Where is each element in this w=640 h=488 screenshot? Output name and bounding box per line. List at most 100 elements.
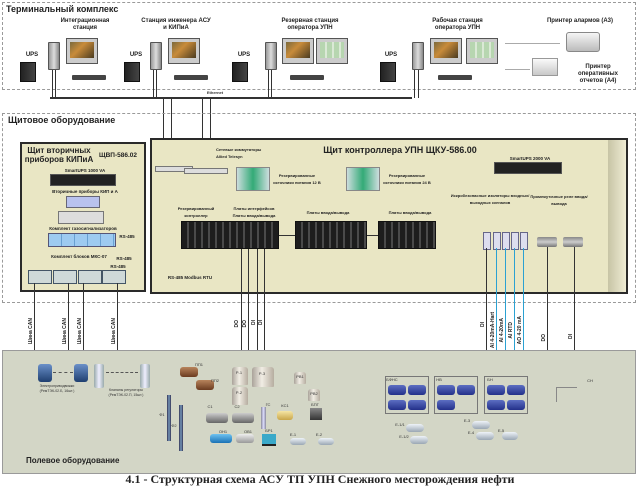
gas-alarm-panel-icon (58, 211, 104, 224)
printer-icon (566, 32, 600, 52)
ethernet-drop (418, 70, 419, 98)
signal-line (264, 249, 265, 367)
signal-line (547, 247, 548, 367)
rack-link (279, 235, 295, 236)
signal-label: AI 4-20mA (499, 318, 505, 343)
printer-label-reports: Принтер оперативных отчетов (А4) (577, 64, 619, 84)
storage-vessel-icon (410, 436, 428, 444)
pump-group-label: НВ (436, 377, 442, 382)
analog-signal-line (505, 248, 506, 368)
psu-12v-icon (236, 167, 270, 191)
field-zone-title: Полевое оборудование (26, 456, 120, 465)
interface-boards-label: Платы интерфейсов Платы ввода/вывода (232, 206, 276, 218)
signal-line (257, 249, 258, 367)
separator-icon (232, 413, 254, 423)
control-valve-icon (94, 364, 104, 388)
switch-link (210, 98, 211, 176)
equipment-label: РВ2 (310, 391, 318, 396)
redundant-controller-label: Резервированный контроллер (177, 206, 215, 218)
analog-signal-line (496, 248, 497, 368)
compressor-icon (277, 411, 293, 420)
can-bus-label: Шина CAN (77, 318, 83, 345)
monitor-icon (430, 38, 462, 64)
modbus-label: RS-485 Modbus RTU (167, 275, 213, 280)
can-line (34, 283, 35, 413)
monitor-icon (66, 38, 98, 64)
pump-icon (408, 385, 426, 395)
mks-block-icon (102, 270, 126, 284)
switches-label: Сетевые коммутаторы Allied Telesyn (216, 147, 262, 159)
vessel-icon (210, 434, 232, 443)
controller-cabinet-title: Щит контроллера УПН ЩКУ-586.00 (323, 145, 477, 155)
ethernet-drop (153, 70, 154, 98)
io-boards-label: Платы ввода/вывода (388, 210, 432, 215)
psu-24v-label: Резервированные источники питания 24 В (383, 173, 431, 185)
equipment-label: Е-1/1 (395, 422, 405, 427)
mks-kit-label: Комплект блоков МКС-07 (51, 254, 107, 259)
kip-cabinet-code: ЩВП-586.02 (98, 152, 138, 159)
pump-group (434, 376, 478, 414)
mks-block-icon (53, 270, 77, 284)
isolator-icon (502, 232, 510, 250)
equipment-label: Р-1 (235, 370, 243, 375)
io-boards-label: Платы ввода/вывода (306, 210, 350, 215)
equipment-label: БПГ (311, 402, 319, 407)
equipment-label: БР1 (265, 428, 273, 433)
figure-caption: 4.1 - Структурная схема АСУ ТП УПН Снежн… (125, 472, 515, 486)
equipment-label: С2 (234, 404, 240, 409)
keyboard-icon (438, 75, 472, 80)
equipment-label: ГС (265, 402, 271, 407)
equipment-label: СН (587, 378, 593, 383)
signal-line (574, 247, 575, 367)
panel-zone (2, 113, 636, 303)
heater-icon (196, 380, 214, 390)
signal-label: DI (258, 320, 264, 325)
pc-tower-icon (265, 42, 277, 70)
mks-block-icon (78, 270, 102, 284)
pump-icon (437, 385, 455, 395)
signal-label: AI 4-20mA-Hart (490, 312, 496, 349)
equipment-label: ОН1 (218, 429, 228, 434)
tank-icon (294, 372, 306, 384)
relay-icon (563, 237, 583, 247)
monitor-icon (282, 38, 314, 64)
analog-signal-line (514, 248, 515, 368)
ups-icon (380, 62, 396, 82)
dashed-connector (53, 372, 73, 373)
heater-icon (180, 367, 198, 377)
equipment-label: Ф2 (171, 423, 177, 428)
pump-group (385, 376, 429, 414)
psu-24v-icon (346, 167, 380, 191)
signal-label: DI (568, 334, 574, 339)
can-bus-label: Шина CAN (62, 318, 68, 345)
secondary-instruments-label: Вторичные приборы КИП и А (52, 189, 118, 194)
storage-vessel-icon (476, 432, 494, 440)
isolator-icon (520, 232, 528, 250)
equipment-label: Е-3 (463, 418, 471, 423)
equipment-label: Е-5 (497, 428, 505, 433)
ups-label: UPS (129, 52, 143, 58)
motor-drive-icon (38, 364, 52, 382)
tank-icon (308, 389, 320, 401)
pump-group-label: БН (487, 377, 493, 382)
ups-1000-icon (50, 174, 116, 186)
signal-line (248, 249, 249, 364)
printer-icon (532, 58, 558, 76)
pc-tower-icon (48, 42, 60, 70)
equipment-label: ОВ1 (243, 429, 252, 434)
pump-icon (507, 400, 525, 410)
printer-link (505, 69, 530, 70)
analog-signal-line (523, 248, 524, 368)
gas-separator-icon (261, 407, 266, 429)
ups-label: UPS (384, 52, 398, 58)
storage-vessel-icon (502, 432, 518, 440)
station-label-backup-operator: Резервная станция оператора УПН (281, 18, 339, 31)
controller-cabinet-side (608, 138, 628, 294)
equipment-label: КС1 (281, 403, 289, 408)
pump-group-label: БФНС (386, 377, 398, 382)
rs485-label: RS-485 (110, 264, 126, 269)
pump-icon (408, 400, 426, 410)
ethernet-drop (414, 70, 415, 98)
separator-icon (206, 413, 228, 423)
tank-icon (232, 367, 248, 385)
